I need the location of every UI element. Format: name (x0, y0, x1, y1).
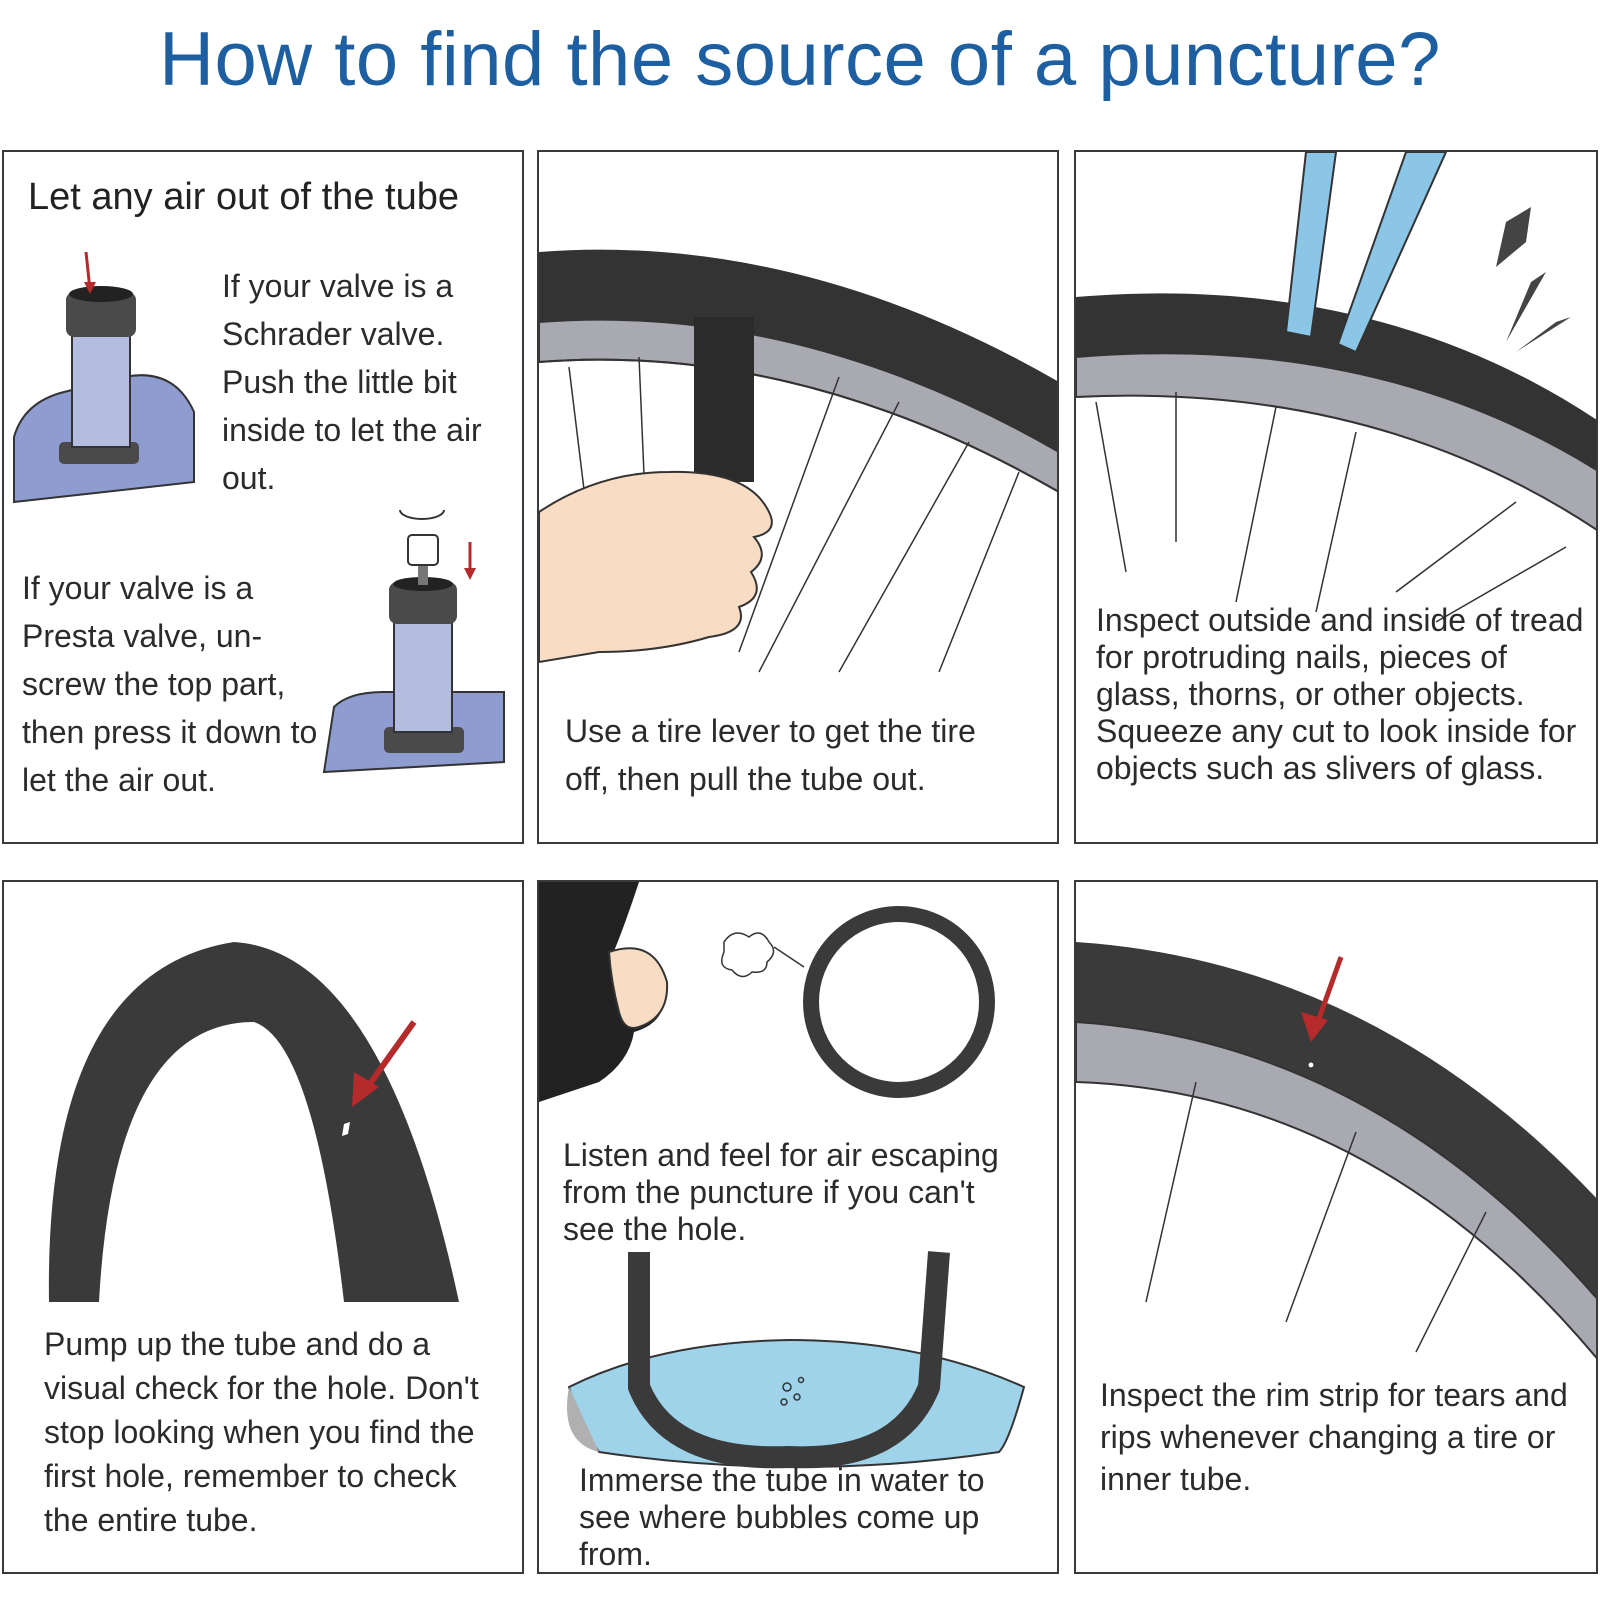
lever (694, 317, 754, 482)
panel-inspect-tread: Inspect outside and inside of tread for … (1074, 150, 1598, 844)
red-arrow-head (1301, 1012, 1328, 1042)
valve-body (393, 611, 453, 733)
tube-in-water (628, 1251, 950, 1469)
page-title: How to find the source of a puncture? (159, 17, 1441, 102)
valve-illustrations (13, 251, 505, 774)
remove-text: Use a tire lever to get the tire off, th… (565, 713, 976, 797)
rotate-arrow (399, 509, 445, 520)
valve-cap-thread (389, 582, 457, 624)
ear-icon (539, 882, 669, 1102)
tweezers-icon (1284, 152, 1448, 354)
air-puff-icon (721, 932, 805, 978)
red-arrow-icon (361, 1020, 417, 1094)
wheel (1076, 293, 1596, 623)
tweezers-illustration (1076, 152, 1596, 623)
panel-rim-strip: Inspect the rim strip for tears and rips… (1074, 880, 1598, 1574)
hand-icon (539, 470, 773, 664)
tire-tread (1076, 293, 1596, 470)
valve-knurl (407, 534, 439, 566)
tire (1076, 942, 1596, 1298)
valve-stem (418, 557, 428, 585)
red-arrow-icon (1313, 956, 1344, 1028)
tweezer-arm-left (1284, 152, 1338, 339)
panel-visual-check: Pump up the tube and do a visual check f… (2, 880, 524, 1574)
head (539, 882, 665, 1102)
valve-body (71, 326, 131, 448)
hand (539, 470, 773, 664)
tube-arc-illustration (48, 942, 459, 1302)
water-text: Immerse the tube in water to see where b… (579, 1462, 985, 1572)
red-arrow-head (84, 282, 96, 294)
wheel (1076, 942, 1596, 1359)
rim-inner-edge (539, 358, 1057, 493)
schrader-text: If your valve is a Schrader valve. Push … (222, 268, 482, 496)
tire-lever-illustration (539, 249, 1057, 673)
valve-cap-thread (66, 292, 136, 337)
rim-strip (1076, 1020, 1596, 1359)
red-arrow-head (352, 1072, 379, 1107)
water-basin-icon (567, 1251, 1026, 1469)
red-arrow-head (464, 568, 476, 580)
visual-check-text: Pump up the tube and do a visual check f… (44, 1326, 479, 1538)
panel-heading: Let any air out of the tube (28, 176, 459, 218)
debris-icon (1496, 207, 1571, 352)
puncture-hole (342, 1122, 350, 1136)
panel-listen: Listen and feel for air escaping from th… (537, 880, 1059, 1574)
panel-remove-tire: Use a tire lever to get the tire off, th… (537, 150, 1059, 844)
valve-opening (69, 286, 133, 302)
inner-tube-icon (48, 942, 459, 1302)
rim-strip-tear (1307, 1061, 1315, 1069)
rim (1076, 352, 1596, 531)
schrader-valve-icon (13, 251, 195, 504)
tire-lever-icon (694, 317, 754, 482)
listen-illustration (539, 882, 1026, 1469)
tweezer-arm-right (1336, 152, 1448, 354)
inspect-tread-text: Inspect outside and inside of tread for … (1096, 602, 1584, 786)
rim-strip-illustration (1076, 942, 1596, 1359)
listen-text: Listen and feel for air escaping from th… (563, 1137, 999, 1247)
rim-strip-text: Inspect the rim strip for tears and rips… (1100, 1377, 1568, 1497)
presta-text: If your valve is a Presta valve, un-scre… (22, 570, 318, 798)
spokes (1145, 1081, 1487, 1353)
inner-tube-icon (803, 906, 995, 1098)
panel-deflate: Let any air out of the tube If your valv… (2, 150, 524, 844)
spokes (1095, 392, 1567, 623)
bubbles (780, 1376, 805, 1406)
ear (607, 947, 669, 1029)
tire-tread (539, 249, 1057, 451)
basin-shadow (567, 1387, 599, 1452)
tube-arc (48, 942, 459, 1302)
valve-base (384, 727, 464, 753)
presta-valve-icon (322, 509, 505, 774)
